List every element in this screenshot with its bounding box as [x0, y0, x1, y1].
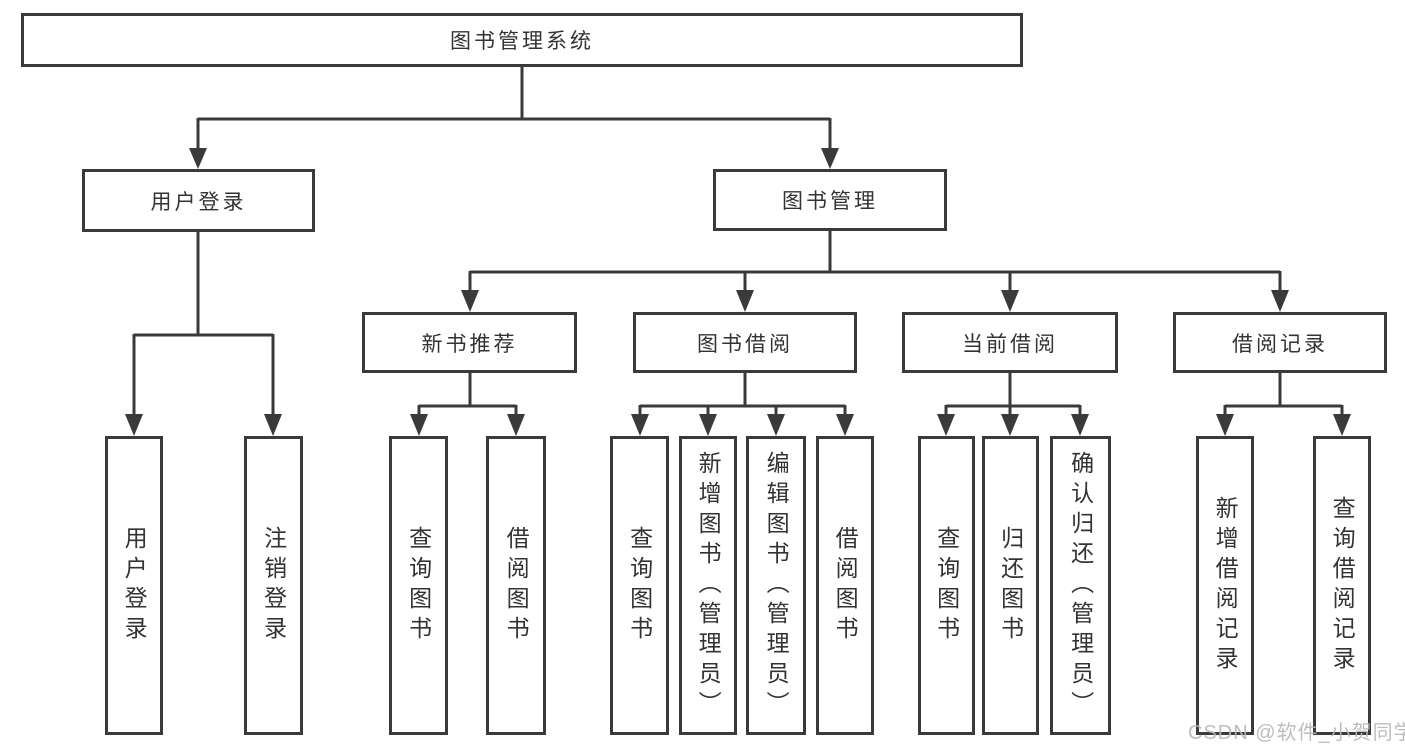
node-label: 借阅记录	[1232, 332, 1328, 356]
node-new-book-recommend: 新书推荐	[362, 312, 577, 373]
leaf-label: 注销登录	[260, 525, 287, 646]
leaf-query-books-current: 查询图书	[918, 436, 975, 735]
leaf-borrow-books: 借阅图书	[816, 436, 874, 735]
node-book-borrowing: 图书借阅	[633, 312, 857, 373]
node-label: 当前借阅	[962, 332, 1058, 356]
leaf-query-borrow-record: 查询借阅记录	[1313, 436, 1371, 735]
leaf-return-book: 归还图书	[982, 436, 1039, 735]
leaf-label: 借阅图书	[832, 525, 859, 646]
node-root-library-system: 图书管理系统	[21, 13, 1023, 67]
arrowhead-icons	[125, 148, 1351, 436]
leaf-label: 查询图书	[933, 525, 960, 646]
leaf-label: 查询图书	[626, 525, 653, 646]
leaf-add-book-admin: 新增图书（管理员）	[679, 436, 737, 735]
node-label: 用户登录	[150, 190, 247, 214]
leaf-label: 新增图书（管理员）	[695, 450, 722, 721]
node-current-borrowing: 当前借阅	[902, 312, 1118, 373]
leaf-label: 查询借阅记录	[1329, 495, 1356, 676]
node-label: 新书推荐	[421, 332, 518, 356]
leaf-user-login: 用户登录	[105, 436, 163, 735]
leaf-label: 查询图书	[405, 525, 432, 646]
leaf-query-books-borrow: 查询图书	[610, 436, 669, 735]
csdn-watermark: CSDN @软件_小贺同学	[1188, 722, 1405, 744]
node-book-management: 图书管理	[713, 169, 947, 231]
leaf-edit-book-admin: 编辑图书（管理员）	[746, 436, 806, 735]
node-user-login: 用户登录	[82, 169, 315, 232]
leaf-logout: 注销登录	[244, 436, 303, 735]
leaf-add-borrow-record: 新增借阅记录	[1196, 436, 1254, 735]
leaf-query-books-recommend: 查询图书	[389, 436, 448, 735]
node-borrowing-records: 借阅记录	[1173, 312, 1387, 373]
leaf-label: 归还图书	[997, 525, 1024, 646]
leaf-label: 借阅图书	[503, 525, 530, 646]
leaf-label: 新增借阅记录	[1212, 495, 1239, 676]
leaf-label: 确认归还（管理员）	[1067, 450, 1094, 721]
node-label: 图书管理	[782, 190, 878, 213]
leaf-label: 用户登录	[121, 525, 148, 646]
leaf-borrow-books-recommend: 借阅图书	[486, 436, 546, 735]
node-label: 图书管理系统	[450, 30, 594, 53]
leaf-confirm-return-admin: 确认归还（管理员）	[1050, 436, 1111, 735]
leaf-label: 编辑图书（管理员）	[763, 450, 790, 721]
node-label: 图书借阅	[697, 332, 793, 356]
